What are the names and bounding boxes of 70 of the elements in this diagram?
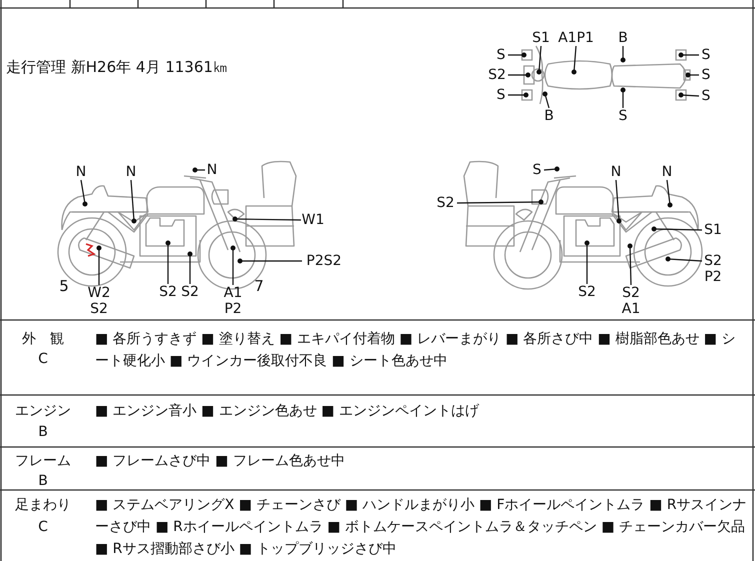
part-code-label: S [699, 47, 713, 63]
part-code-label: W2 S2 [86, 285, 112, 317]
leader-line [192, 168, 205, 172]
leader-line [615, 180, 622, 224]
section-heading: エンジン [14, 402, 72, 421]
leader-line [542, 92, 550, 108]
leader-line [686, 72, 699, 78]
part-code-label: S2 [179, 284, 201, 300]
section-heading: フレーム [14, 452, 72, 471]
part-code-label: S2 [486, 67, 508, 83]
part-code-label: S [699, 67, 713, 83]
part-code-label: N [660, 164, 674, 180]
leader-line [80, 180, 88, 206]
leader-line [628, 244, 632, 286]
leader-line [508, 72, 530, 78]
part-code-label: W1 [301, 212, 325, 228]
part-code-label: N [205, 162, 219, 178]
part-code-label: S [494, 87, 508, 103]
leader-line [620, 88, 626, 108]
leader-line [678, 92, 700, 98]
part-code-label: N [124, 164, 138, 180]
leader-line [584, 240, 590, 284]
part-code-label: P2S2 [302, 253, 346, 269]
callout-number: 5 [58, 276, 70, 297]
part-code-label: S [699, 88, 713, 104]
grade-text: B [37, 423, 49, 442]
leader-line [666, 256, 702, 262]
part-code-label: S [616, 108, 630, 124]
part-code-label: S [494, 47, 508, 63]
leader-line [536, 46, 542, 74]
part-code-label: B [542, 108, 556, 124]
leader-line [508, 52, 526, 58]
grade-text: C [37, 518, 49, 537]
leader-line [130, 180, 136, 224]
part-code-label: A1P1 [556, 30, 596, 46]
grade-text: C [37, 350, 49, 369]
callout-number: 7 [253, 276, 265, 297]
section-heading: 外 観 [21, 330, 65, 349]
leader-line [508, 92, 528, 98]
leader-line [232, 216, 301, 222]
part-code-label: S1 [702, 222, 724, 238]
part-code-label: S2 [157, 284, 179, 300]
part-code-label: N [609, 164, 623, 180]
leader-line [96, 246, 102, 285]
leader-line [572, 46, 577, 74]
remarks-text: ■ フレームさび中 ■ フレーム色あせ中 [95, 452, 346, 471]
part-code-label: S2 [576, 284, 598, 300]
part-code-label: A1 P2 [221, 285, 245, 317]
section-heading: 足まわり [14, 496, 72, 515]
leader-line [678, 52, 699, 58]
part-code-label: S2 A1 [620, 285, 642, 317]
leader-line [238, 258, 302, 264]
part-code-label: S1 [530, 30, 552, 46]
leader-line [666, 180, 672, 208]
leader-line [166, 240, 170, 284]
record-text: 走行管理 新H26年 4月 11361㎞ [6, 57, 229, 78]
grade-text: B [37, 472, 49, 491]
motorcycle-top-drawing [521, 46, 691, 104]
part-code-label: N [74, 164, 88, 180]
part-code-label: S2 [434, 195, 457, 211]
part-code-label: B [616, 30, 630, 46]
remarks-text: ■ 各所うすきず ■ 塗り替え ■ エキパイ付着物 ■ レバーまがり ■ 各所さび中 ■ 樹脂部色あせ ■ シート硬化小 ■ ウインカー後取付不良 ■ シート色あせ中 [95, 330, 736, 371]
leader-line [620, 46, 626, 62]
leader-line [188, 252, 192, 284]
leader-line [457, 200, 544, 204]
part-code-label: S2 P2 [702, 253, 724, 285]
leader-line [544, 166, 560, 172]
remarks-text: ■ ステムベアリングX ■ チェーンさび ■ ハンドルまがり小 ■ Fホイールペイントムラ ■ Rサスインナーさび中 ■ Rホイールペイントムラ ■ ボトムケースペイントムラ＆タッチペン ■ チェーンカバー欠品 ■ Rサス摺動部さび小 ■ トップブリッジさび中 [95, 496, 748, 559]
part-code-label: S [530, 162, 544, 178]
remarks-text: ■ エンジン音小 ■ エンジン色あせ ■ エンジンペイントはげ [95, 402, 480, 421]
